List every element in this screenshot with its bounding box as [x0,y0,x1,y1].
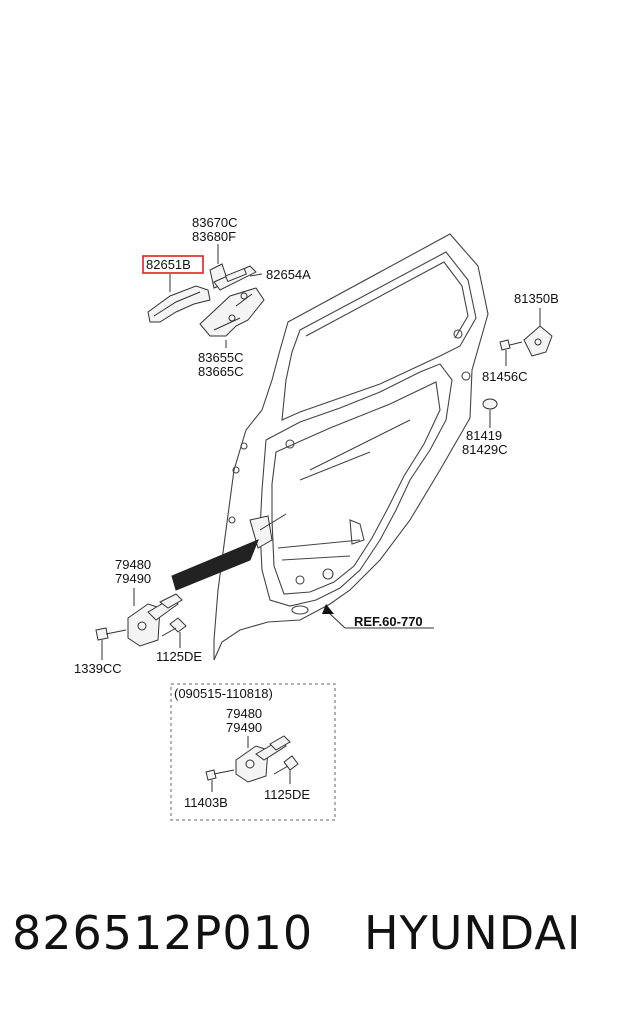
label-inset-79490: 79490 [226,720,262,735]
label-ref: REF.60-770 [354,614,423,629]
label-inset-79480: 79480 [226,706,262,721]
label-inset-1125DE: 1125DE [264,787,310,802]
footer: 826512P010 HYUNDAI [0,900,620,980]
label-82654A: 82654A [266,267,311,282]
brand-name: HYUNDAI [364,906,582,960]
highlight-box-82651B [142,255,204,274]
label-83680F: 83680F [192,229,236,244]
door-hinge [482,325,553,410]
door-check-assembly [95,593,187,647]
label-81429C: 81429C [462,442,508,457]
label-81419: 81419 [466,428,502,443]
inset-variant-box [170,683,336,821]
part-number: 826512P010 [12,906,314,960]
rear-door-panel [171,233,489,661]
label-83665C: 83665C [198,364,244,379]
label-1125DE: 1125DE [156,649,202,664]
leader-lines [101,244,541,792]
label-79480: 79480 [115,557,151,572]
label-83655C: 83655C [198,350,244,365]
label-81350B: 81350B [514,291,559,306]
label-79490: 79490 [115,571,151,586]
outside-handle-assembly [147,263,265,337]
label-1339CC: 1339CC [74,661,122,676]
label-inset-range: (090515-110818) [174,686,273,701]
label-83670C: 83670C [192,215,238,230]
label-81456C: 81456C [482,369,528,384]
label-inset-11403B: 11403B [184,795,228,810]
part-labels: 83670C 83680F 82651B 82654A 83655C 83665… [74,215,559,810]
label-82651B: 82651B [146,257,191,272]
